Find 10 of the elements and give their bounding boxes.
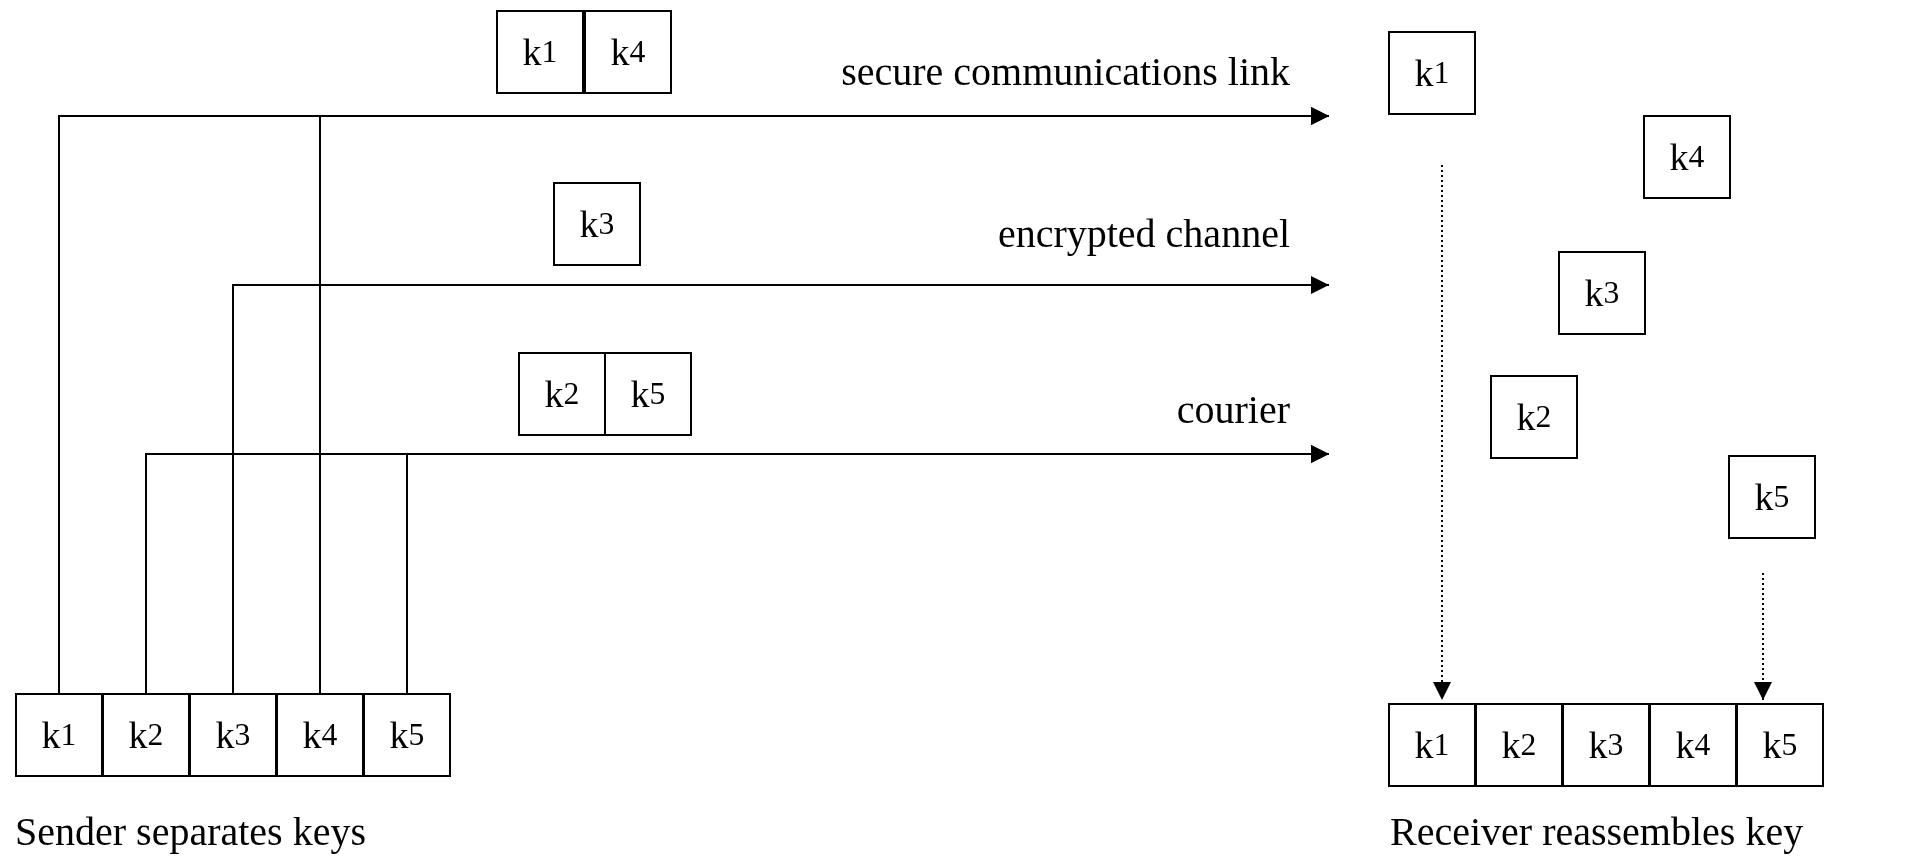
caption: Receiver reassembles key	[1390, 812, 1804, 852]
arrow	[319, 107, 1330, 694]
edge-label: secure communications link	[841, 52, 1290, 92]
dotted-arrow	[1433, 164, 1451, 701]
dotted-arrow	[1754, 572, 1772, 701]
edge-label: encrypted channel	[997, 214, 1290, 254]
edge-label: courier	[1176, 390, 1290, 430]
arrow	[406, 445, 1330, 694]
arrow	[232, 276, 1330, 694]
caption: Sender separates keys	[15, 812, 366, 852]
